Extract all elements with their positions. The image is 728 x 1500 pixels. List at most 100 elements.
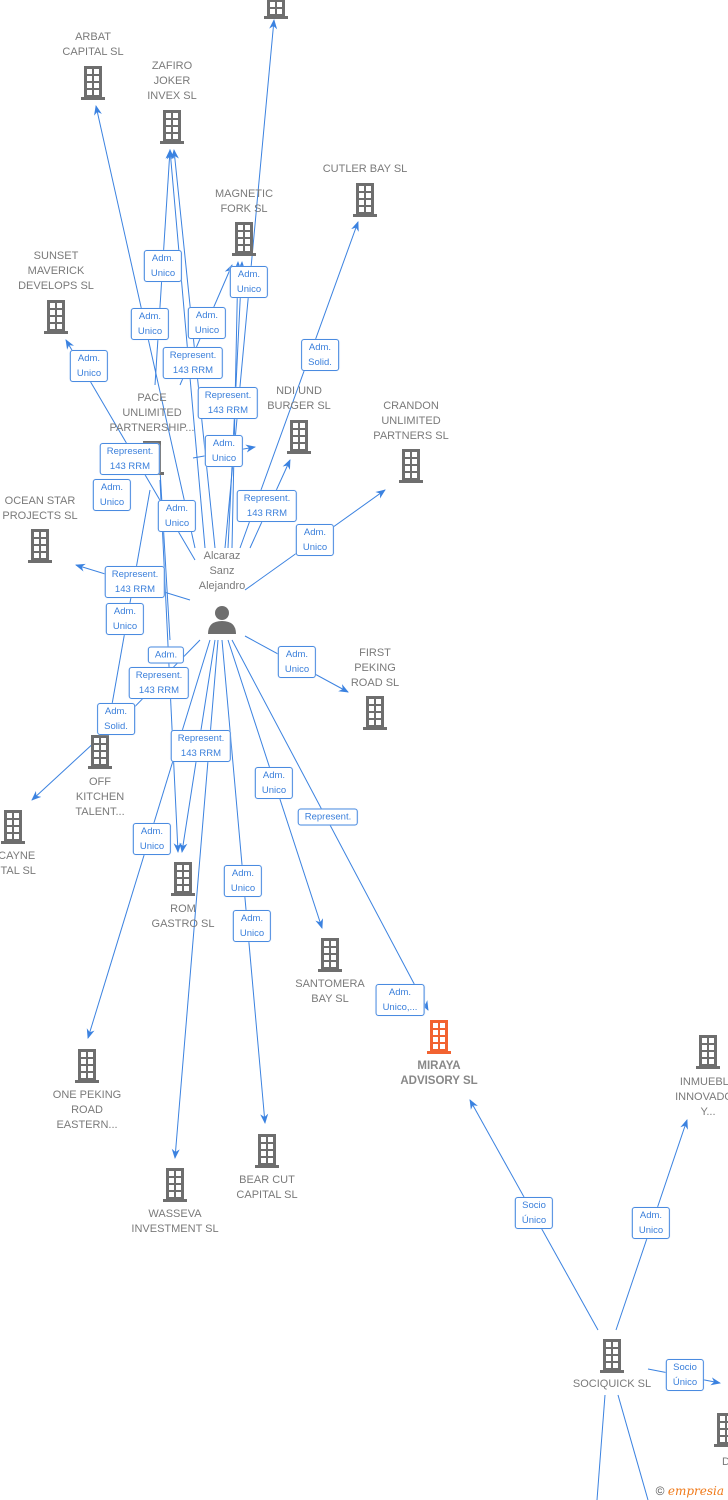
edge-label[interactable]: Adm.Unico — [132, 823, 172, 855]
edge-label[interactable]: Represent.143 RRM — [162, 347, 224, 379]
edge-label[interactable]: Adm.Unico — [69, 350, 109, 382]
edge-label-line: Adm. — [138, 311, 162, 322]
edge-label-line: Unico — [112, 621, 138, 632]
copyright-symbol: © — [655, 1484, 665, 1498]
node-label-line: INNOVADOR — [675, 1091, 728, 1103]
edge-label[interactable]: Adm.Unico — [92, 479, 132, 511]
edge-label[interactable]: Represent. 143 RRM — [104, 566, 166, 598]
node-label-line: ROAD SL — [350, 677, 400, 689]
copyright: © empresia — [656, 1484, 724, 1498]
edge-label-line: Adm. — [104, 706, 128, 717]
edge-label-line: Unico — [99, 497, 125, 508]
building-icon-cutler[interactable] — [353, 183, 377, 217]
building-icon-sociquick[interactable] — [600, 1339, 624, 1373]
edge-label-line: Único — [521, 1215, 547, 1226]
edge-line — [596, 1394, 606, 1500]
edge-label-line: Adm. — [308, 342, 332, 353]
node-label-line: ADVISORY SL — [400, 1075, 478, 1087]
node-label-line: PEKING — [354, 662, 396, 674]
edge-label[interactable]: Adm. Unico — [229, 266, 269, 298]
edge-label-line: Unico — [239, 928, 265, 939]
edge-label-line: Unico — [236, 284, 262, 295]
edge-label[interactable]: Represent.143 RRM — [197, 387, 259, 419]
node-label-line: CRANDON — [383, 400, 439, 412]
building-icon-top[interactable] — [264, 0, 288, 19]
building-icon-bearcut[interactable] — [255, 1134, 279, 1168]
edge-label-line: Unico — [638, 1225, 664, 1236]
edge-label[interactable]: Adm.Unico — [254, 767, 294, 799]
edge-label[interactable]: Adm.Unico — [105, 603, 145, 635]
edge-label[interactable]: Represent.143 RRM — [128, 667, 190, 699]
edge-label-line: Unico — [164, 518, 190, 529]
edge-label[interactable]: Adm.Unico — [143, 250, 183, 282]
edge-label-line: 143 RRM — [246, 508, 288, 519]
node-label-line: PITAL SL — [0, 865, 36, 877]
edge-label[interactable]: Represent.143 RRM — [99, 443, 161, 475]
edge-label-line: Adm. — [237, 269, 261, 280]
edge-label-line: Adm. — [303, 527, 327, 538]
building-icon-burger[interactable] — [287, 420, 311, 454]
node-label: MIRAYA ADVISORY SL — [400, 1059, 477, 1089]
edge-label-line: Adm. — [195, 310, 219, 321]
edge-label-line: Represent. — [111, 569, 159, 580]
node-label-line: ONE PEKING — [52, 1089, 122, 1101]
person-icon-person[interactable] — [208, 606, 236, 634]
building-icon-rom[interactable] — [171, 862, 195, 896]
edge-label[interactable]: Adm.Unico — [204, 435, 244, 467]
node-label-line: UNLIMITED — [122, 407, 182, 419]
building-icon-biscayne[interactable] — [1, 810, 25, 844]
building-icon-zafiro[interactable] — [160, 110, 184, 144]
edge-label[interactable]: Adm.Unico — [157, 500, 197, 532]
building-icon-miraya[interactable] — [427, 1020, 451, 1054]
edge-label[interactable]: Adm.Unico — [187, 307, 227, 339]
node-label-line: BAY SL — [311, 993, 349, 1005]
building-icon-offkitchen[interactable] — [88, 735, 112, 769]
edge-label-line: Adm. — [262, 770, 286, 781]
edge-label-line: Solid. — [308, 357, 332, 368]
edge-label[interactable]: Adm.Unico — [223, 865, 263, 897]
node-label-line: CUTLER BAY SL — [322, 163, 408, 175]
building-icon-wasseva[interactable] — [163, 1168, 187, 1202]
edge-label[interactable]: Adm.Unico — [295, 524, 335, 556]
node-label-line: INVEX SL — [147, 90, 197, 102]
building-icon-sunset[interactable] — [44, 300, 68, 334]
node-label-line: MAVERICK — [27, 265, 85, 277]
edge-label[interactable]: Adm.Unico — [232, 910, 272, 942]
brand-logo: empresia — [667, 1484, 724, 1498]
building-icon-firstpeking[interactable] — [363, 696, 387, 730]
building-icon-magnetic[interactable] — [232, 222, 256, 256]
edge-label-line: 143 RRM — [172, 365, 214, 376]
building-icon-ocean[interactable] — [28, 529, 52, 563]
edge-label[interactable]: Represent.143 RRM — [236, 490, 298, 522]
edge-label-line: Unico,... — [382, 1002, 418, 1013]
building-icon-onepeking[interactable] — [75, 1049, 99, 1083]
edge-label-line: 143 RRM — [180, 748, 222, 759]
node-label: INMUEBLEINNOVADORY... — [675, 1075, 728, 1120]
node-label-line: TALENT... — [75, 806, 125, 818]
edge-label[interactable]: Adm.Unico — [277, 646, 317, 678]
node-label-line: MIRAYA — [417, 1060, 461, 1072]
edge-label[interactable]: Adm.Solid. — [97, 703, 135, 735]
node-label-line: OFF — [89, 776, 111, 788]
building-icon-inmueble[interactable] — [696, 1035, 720, 1069]
edge-label-line: Represent. — [177, 733, 225, 744]
edge-label[interactable]: Adm. — [147, 646, 185, 664]
building-icon-santomera[interactable] — [318, 938, 342, 972]
edge-label[interactable]: Adm.Unico — [130, 308, 170, 340]
node-label-line: NDI UND — [276, 385, 322, 397]
building-icon-partial[interactable] — [714, 1413, 728, 1447]
edge-label[interactable]: Adm. Solid. — [301, 339, 339, 371]
edge-label[interactable]: Adm.Unico — [631, 1207, 671, 1239]
building-icon-crandon[interactable] — [399, 449, 423, 483]
edge-label[interactable]: Represent. 143 RRM — [170, 730, 232, 762]
building-icon-arbat[interactable] — [81, 66, 105, 100]
edge-label[interactable]: Adm.Unico,... — [375, 984, 425, 1016]
edge-label-line: Unico — [211, 453, 237, 464]
edge-label[interactable]: Represent. — [297, 808, 359, 826]
edge-label-line: 143 RRM — [114, 584, 156, 595]
